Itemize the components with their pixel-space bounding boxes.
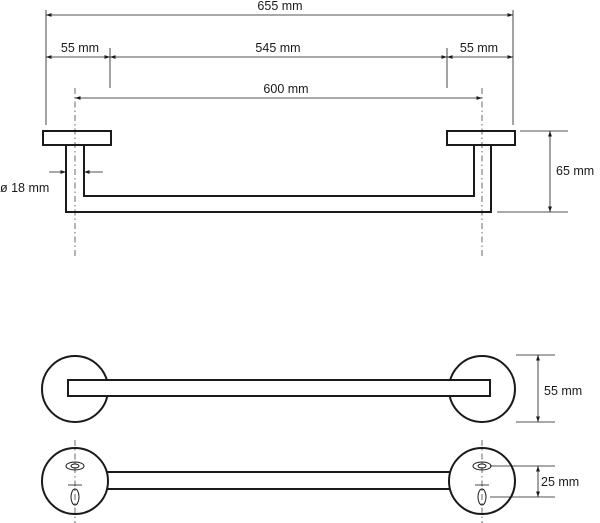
dimension-label-left-base: 55 mm [61, 41, 99, 55]
bar-inner-outline [83, 145, 475, 197]
slot-hole-left [65, 461, 85, 471]
front-view: 55 mm [41, 354, 582, 423]
wall-plate-left [42, 130, 112, 146]
bar-outer-outline [65, 145, 492, 213]
mount-disc-right [448, 447, 516, 515]
dimension-label-depth: 65 mm [556, 164, 594, 178]
wall-plate-right [446, 130, 516, 146]
dimension-label-bar-span: 545 mm [255, 41, 300, 55]
top-view: 655 mm 55 mm 545 mm 55 mm 600 mm ø 18 mm… [0, 0, 594, 258]
dimension-label-right-base: 55 mm [460, 41, 498, 55]
front-bar [67, 379, 491, 397]
mount-disc-left [41, 447, 109, 515]
dimension-label-hole-spacing: 25 mm [541, 475, 579, 489]
screw-hole-left [70, 488, 80, 506]
dimension-label-tube-diameter: ø 18 mm [0, 181, 49, 195]
mounting-view: 25 mm [41, 440, 579, 523]
dimension-label-overall-width: 655 mm [257, 0, 302, 13]
screw-hole-right [477, 488, 487, 506]
dimension-label-center-distance: 600 mm [263, 82, 308, 96]
dimension-label-base-diameter: 55 mm [544, 384, 582, 398]
slot-hole-left-inner [70, 463, 80, 469]
slot-hole-right-inner [477, 463, 487, 469]
